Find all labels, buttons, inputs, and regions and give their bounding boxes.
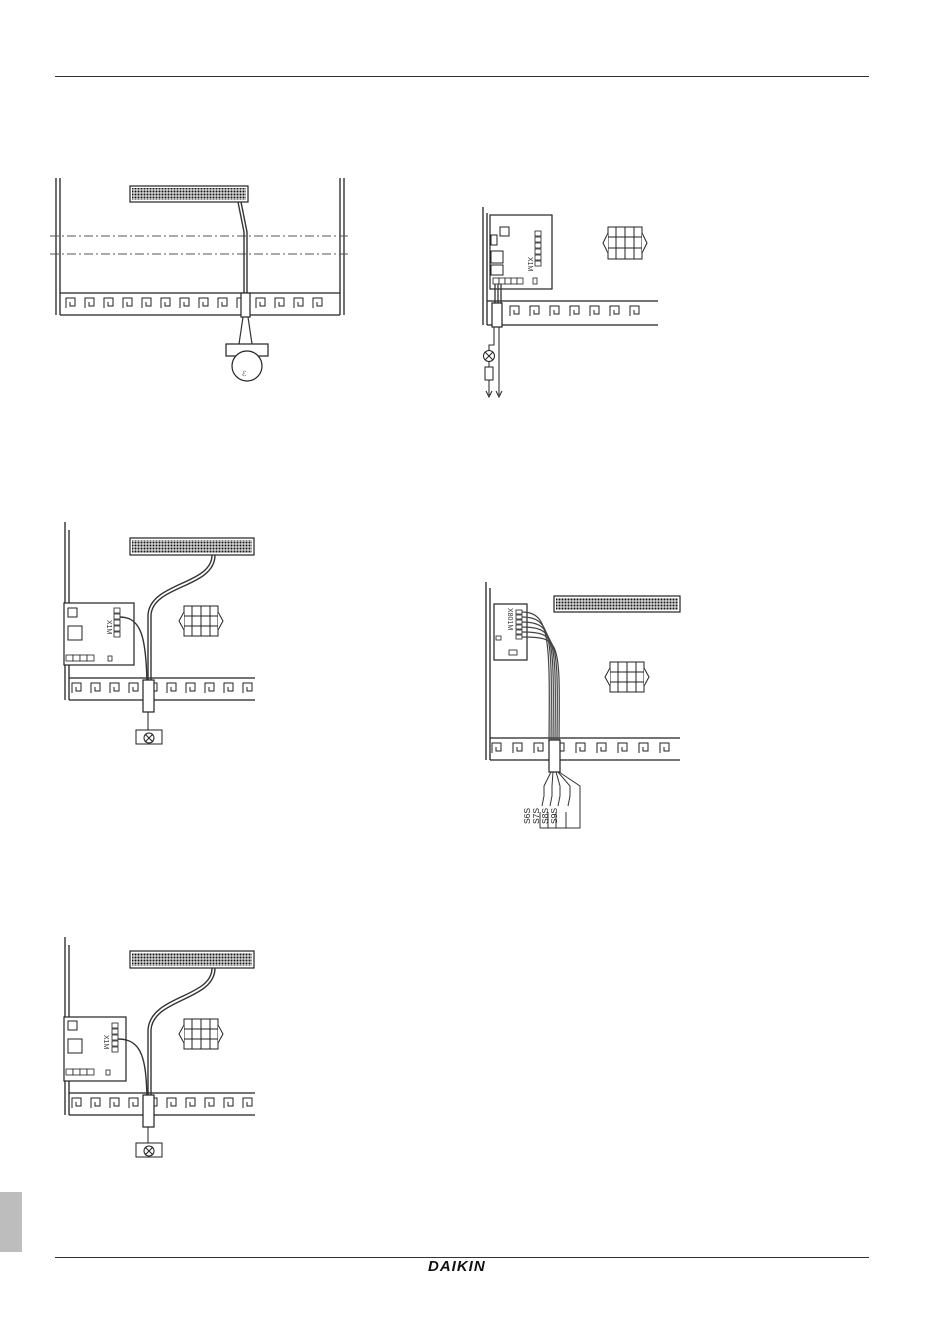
terminal-clip [91, 1098, 100, 1108]
terminal-clip-row [72, 1098, 252, 1108]
terminal-clip [275, 298, 284, 308]
terminal-clip [66, 298, 75, 308]
board-label: X1M [102, 1035, 109, 1050]
terminal-clip [530, 306, 539, 316]
terminal-clip [313, 298, 322, 308]
terminal-clip [167, 683, 176, 693]
terminal-clip [243, 1098, 252, 1108]
terminal-clip [142, 298, 151, 308]
terminal-clip [199, 298, 208, 308]
terminal-clip [186, 1098, 195, 1108]
terminal-clip [243, 683, 252, 693]
terminal-clip [294, 298, 303, 308]
terminal-clip [104, 298, 113, 308]
terminal-clip [161, 298, 170, 308]
svg-text:ℰ: ℰ [242, 370, 246, 378]
terminal-clip [110, 1098, 119, 1108]
terminal-clip-row [510, 306, 639, 316]
terminal-clip [180, 298, 189, 308]
terminal-clip [167, 1098, 176, 1108]
terminal-clip [129, 683, 138, 693]
board-label: X1M [105, 620, 112, 635]
terminal-clip [590, 306, 599, 316]
terminal-clip [205, 1098, 214, 1108]
terminal-clip [72, 683, 81, 693]
terminal-clip [218, 298, 227, 308]
terminal-clip [597, 743, 606, 753]
side-section-tab [0, 1192, 22, 1252]
diagram-mid-left: X1M [50, 520, 260, 750]
terminal-clip [513, 743, 522, 753]
board-label: X1M [526, 257, 533, 272]
terminal-clip [72, 1098, 81, 1108]
terminal-clip [492, 743, 501, 753]
terminal-clip-row [72, 683, 252, 693]
terminal-clip [639, 743, 648, 753]
terminal-clip [618, 743, 627, 753]
terminal-clip [570, 306, 579, 316]
terminal-clip [224, 683, 233, 693]
terminal-clip [110, 683, 119, 693]
terminal-clip [610, 306, 619, 316]
diagram-top-right: X1M [470, 205, 665, 405]
terminal-clip [256, 298, 265, 308]
board-label: X801M [506, 608, 513, 630]
daikin-logo: DAIKIN [428, 1258, 486, 1275]
terminal-clip [205, 683, 214, 693]
terminal-clip-row [66, 298, 322, 308]
terminal-clip [129, 1098, 138, 1108]
terminal-clip [630, 306, 639, 316]
header-rule [55, 76, 869, 77]
terminal-clip [224, 1098, 233, 1108]
terminal-clip [576, 743, 585, 753]
terminal-clip [510, 306, 519, 316]
terminal-clip [550, 306, 559, 316]
terminal-clip [186, 683, 195, 693]
switch-label-s9s: S9S [549, 808, 559, 824]
terminal-clip [660, 743, 669, 753]
diagram-mid-right: X801M S6S S7S S8S S9S [480, 580, 690, 835]
diagram-top-left: ℰ [50, 172, 355, 387]
terminal-clip [534, 743, 543, 753]
diagram-bottom-left: X1M [50, 935, 260, 1165]
terminal-clip-row [492, 743, 669, 753]
terminal-clip [85, 298, 94, 308]
terminal-clip [123, 298, 132, 308]
terminal-clip [91, 683, 100, 693]
